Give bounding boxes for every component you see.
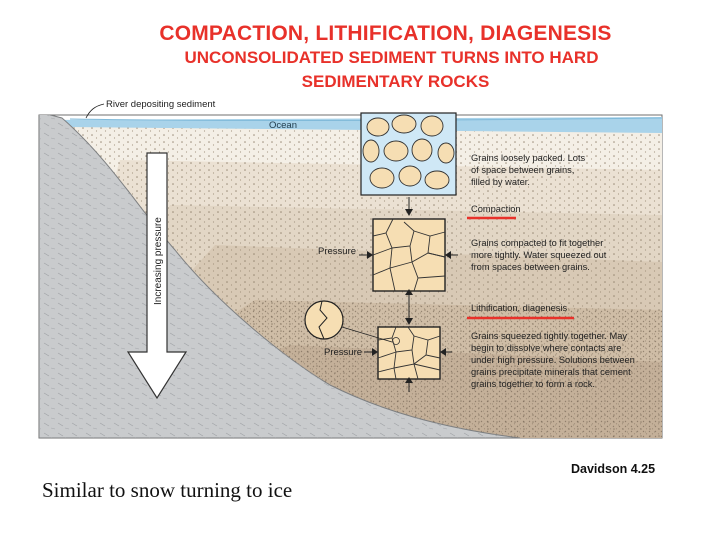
note-compacted-3: from spaces between grains. bbox=[471, 262, 590, 272]
slide-subtitle-line1: UNCONSOLIDATED SEDIMENT TURNS INTO HARD bbox=[184, 48, 599, 67]
pressure-label-2: Pressure bbox=[324, 347, 362, 358]
pressure-arrows-compaction bbox=[359, 251, 458, 302]
note-loose-2: of space between grains, bbox=[471, 165, 574, 175]
note-lithified-2: begin to dissolve where contacts are bbox=[471, 343, 621, 353]
increasing-pressure-arrow: Increasing pressure bbox=[126, 152, 188, 400]
pressure-label-1: Pressure bbox=[318, 246, 356, 257]
note-lithified-3: under high pressure. Solutions between bbox=[471, 355, 635, 365]
slide-caption: Similar to snow turning to ice bbox=[42, 478, 293, 502]
slide-title: COMPACTION, LITHIFICATION, DIAGENESIS bbox=[159, 22, 612, 45]
river-label: River depositing sediment bbox=[106, 99, 216, 110]
source-citation: Davidson 4.25 bbox=[571, 462, 656, 476]
lithified-grains-box bbox=[377, 326, 441, 380]
grain-contact-magnifier bbox=[304, 300, 393, 343]
lithification-heading: Lithification, diagenesis bbox=[471, 303, 567, 313]
increasing-pressure-label: Increasing pressure bbox=[153, 217, 164, 305]
note-loose-1: Grains loosely packed. Lots bbox=[471, 153, 586, 163]
note-compacted-2: more tightly. Water squeezed out bbox=[471, 250, 607, 260]
pressure-arrows-lithification bbox=[364, 348, 452, 392]
compacted-grains-box bbox=[372, 218, 446, 292]
note-lithified-4: grains precipitate minerals that cement bbox=[471, 367, 631, 377]
compaction-heading: Compaction bbox=[471, 204, 521, 214]
ocean-label: Ocean bbox=[269, 120, 297, 131]
note-loose-3: filled by water. bbox=[471, 177, 530, 187]
slide-subtitle-line2: SEDIMENTARY ROCKS bbox=[301, 72, 490, 91]
loose-grains-box bbox=[360, 112, 457, 196]
note-lithified-1: Grains squeezed tightly together. May bbox=[471, 331, 627, 341]
note-compacted-1: Grains compacted to fit together bbox=[471, 238, 603, 248]
note-lithified-5: grains together to form a rock. bbox=[471, 379, 595, 389]
